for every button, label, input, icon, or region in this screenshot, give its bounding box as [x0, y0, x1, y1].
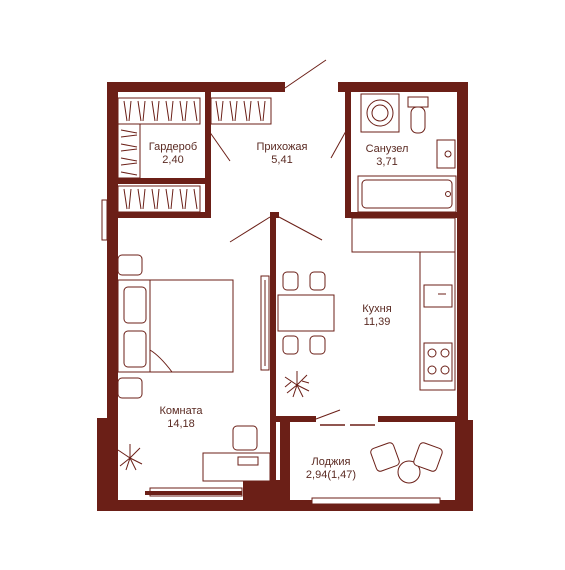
room-name: Комната: [159, 405, 203, 417]
doors: [208, 59, 375, 426]
walls: [97, 82, 473, 511]
room-area: 11,39: [364, 316, 391, 328]
room-label-loggia: Лоджия 2,94(1,47): [306, 456, 356, 481]
room-label-kitchen: Кухня 11,39: [362, 303, 391, 328]
room-name: Лоджия: [312, 456, 351, 468]
room-area: 2,40: [162, 154, 183, 166]
bathroom-fixtures: [357, 93, 457, 213]
room-area: 14,18: [167, 418, 195, 430]
plant-icon: [117, 444, 143, 471]
room-label-wardrobe: Гардероб 2,40: [149, 141, 197, 166]
windows: [101, 199, 441, 505]
room-label-bathroom: Санузел 3,71: [366, 143, 409, 168]
room-area: 5,41: [271, 154, 292, 166]
room-name: Санузел: [366, 143, 409, 155]
kitchen-furniture: [277, 217, 456, 398]
room-name: Прихожая: [257, 141, 308, 153]
wardrobe-shelves: [117, 97, 272, 213]
room-area: 2,94(1,47): [306, 469, 356, 481]
room-furniture: [117, 254, 271, 482]
room-area: 3,71: [376, 156, 397, 168]
room-name: Кухня: [362, 303, 391, 315]
plant-icon: [284, 371, 310, 398]
loggia-furniture: [370, 442, 443, 484]
room-label-room: Комната 14,18: [159, 405, 203, 430]
room-name: Гардероб: [149, 141, 197, 153]
room-label-hall: Прихожая 5,41: [257, 141, 308, 166]
